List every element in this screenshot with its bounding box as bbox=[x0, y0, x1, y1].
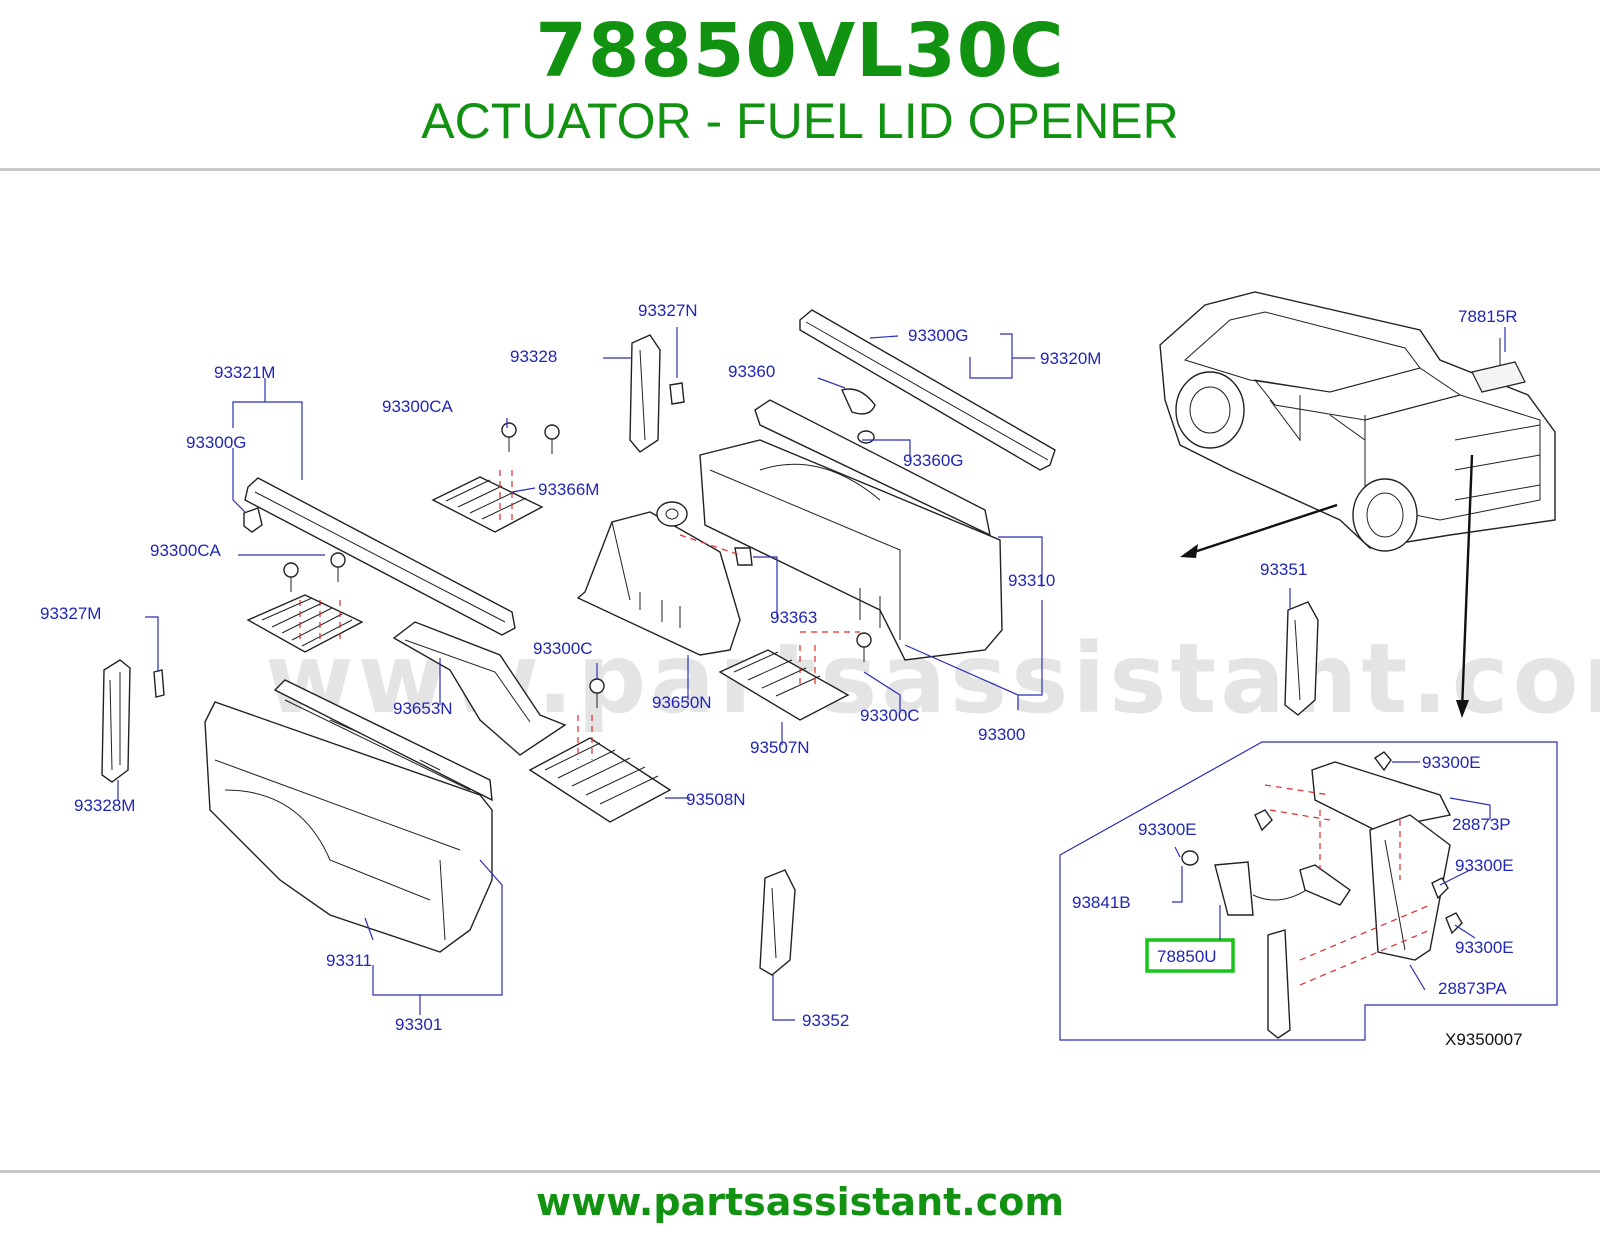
detail-frame bbox=[1059, 741, 1558, 1041]
label-93300e-2: 93300E bbox=[1138, 820, 1197, 839]
label-93311: 93311 bbox=[326, 951, 372, 970]
screws-93300ca-top-part bbox=[501, 422, 560, 454]
label-93320m: 93320M bbox=[1040, 349, 1101, 368]
truck-overview-illustration bbox=[1159, 291, 1556, 552]
label-93300g-left: 93300G bbox=[186, 433, 247, 452]
label-93300c-left: 93300C bbox=[533, 639, 593, 658]
part-number-title: 78850VL30C bbox=[535, 8, 1065, 94]
bracket-93328-part bbox=[629, 334, 661, 453]
leader-lines bbox=[117, 327, 1506, 1021]
wheelhouse-93650n-part bbox=[576, 511, 741, 656]
label-93360: 93360 bbox=[728, 362, 775, 381]
page-header: 78850VL30C ACTUATOR - FUEL LID OPENER bbox=[0, 0, 1600, 170]
floor-plate-93507n-part bbox=[718, 649, 850, 721]
floor-plate-93508n-part bbox=[528, 737, 672, 823]
cap-93360-part bbox=[841, 388, 876, 444]
clip-93327n-part bbox=[669, 382, 685, 405]
label-93300c-right: 93300C bbox=[860, 706, 920, 725]
pillar-93352-part bbox=[759, 869, 796, 976]
diagram-code: X9350007 bbox=[1445, 1030, 1523, 1049]
inner-panel-93310-part bbox=[699, 399, 1003, 661]
label-28873pa: 28873PA bbox=[1438, 979, 1507, 998]
label-78850u: 78850U bbox=[1157, 947, 1217, 966]
label-93310: 93310 bbox=[1008, 571, 1055, 590]
label-93327m: 93327M bbox=[40, 604, 101, 623]
pillar-93328m-part bbox=[101, 659, 131, 783]
rail-93321m-part bbox=[244, 477, 516, 636]
label-93301: 93301 bbox=[395, 1015, 442, 1034]
dashed-callout-lines bbox=[299, 470, 1431, 986]
label-78815r: 78815R bbox=[1458, 307, 1518, 326]
floor-plate-93366m-part bbox=[431, 476, 544, 533]
screws-93300ca-mid-part bbox=[283, 552, 346, 592]
part-labels: 93327N 93328 93360 93300G 93320M 78815R … bbox=[40, 301, 1523, 1049]
label-93328m: 93328M bbox=[74, 796, 135, 815]
screw-93300c-right-part bbox=[856, 632, 872, 662]
label-28873p: 28873P bbox=[1452, 815, 1511, 834]
label-93300: 93300 bbox=[978, 725, 1025, 744]
clip-93363-part bbox=[734, 547, 753, 566]
floor-plate-left-part bbox=[246, 594, 364, 653]
label-93321m: 93321M bbox=[214, 363, 275, 382]
fuel-lid-detail-parts bbox=[1181, 751, 1463, 1039]
label-93300e-3: 93300E bbox=[1455, 856, 1514, 875]
label-93363: 93363 bbox=[770, 608, 817, 627]
bracket-93300g-left-part bbox=[243, 507, 263, 533]
label-93366m: 93366M bbox=[538, 480, 599, 499]
footer-website-link[interactable]: www.partsassistant.com bbox=[536, 1180, 1064, 1224]
side-panel-93311-part bbox=[204, 679, 493, 953]
footer-divider bbox=[0, 1170, 1600, 1173]
label-93352: 93352 bbox=[802, 1011, 849, 1030]
pillar-93351-part bbox=[1284, 601, 1319, 716]
label-93300ca-mid: 93300CA bbox=[150, 541, 222, 560]
rail-93320m-part bbox=[799, 309, 1056, 471]
label-93653n: 93653N bbox=[393, 699, 453, 718]
label-93300ca-top: 93300CA bbox=[382, 397, 454, 416]
label-93327n: 93327N bbox=[638, 301, 698, 320]
label-93328: 93328 bbox=[510, 347, 557, 366]
label-93650n: 93650N bbox=[652, 693, 712, 712]
highlight-box-78850u bbox=[1145, 938, 1235, 973]
label-93300g-top: 93300G bbox=[908, 326, 969, 345]
wheelhouse-93653n-part bbox=[392, 621, 567, 756]
header-divider bbox=[0, 168, 1600, 171]
label-93507n: 93507N bbox=[750, 738, 810, 757]
label-93841b: 93841B bbox=[1072, 893, 1131, 912]
label-93300e-1: 93300E bbox=[1422, 753, 1481, 772]
clip-93327m-part bbox=[153, 669, 165, 698]
label-93360g: 93360G bbox=[903, 451, 964, 470]
part-description: ACTUATOR - FUEL LID OPENER bbox=[421, 93, 1179, 149]
label-93300e-4: 93300E bbox=[1455, 938, 1514, 957]
grommet-93366m-part bbox=[656, 501, 688, 527]
exploded-parts-diagram: www.partsassistant.com bbox=[40, 291, 1600, 1049]
label-93508n: 93508N bbox=[686, 790, 746, 809]
label-93351: 93351 bbox=[1260, 560, 1307, 579]
